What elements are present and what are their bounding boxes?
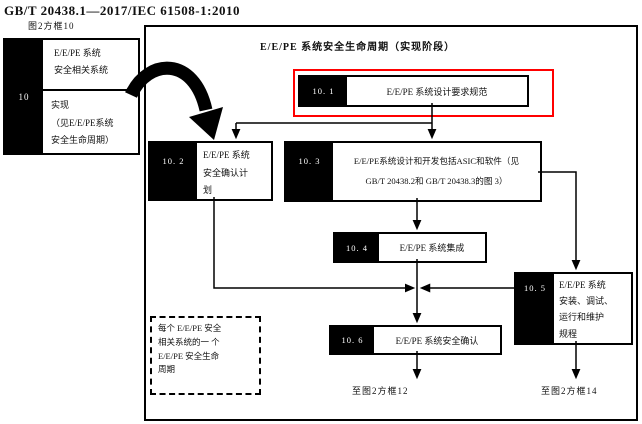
source-box-system-text: E/E/PE 系统 安全相关系统 <box>43 40 138 91</box>
box-label: E/E/PE 系统设计要求规范 <box>386 86 488 97</box>
box-number: 10. 6 <box>331 327 374 353</box>
source-box-content: E/E/PE 系统 安全相关系统 实现 （见E/E/PE系统 安全生命周期） <box>43 40 138 153</box>
flow-box-10-6: 10. 6 E/E/PE 系统安全确认 <box>329 325 502 355</box>
flow-box-10-1: 10. 1 E/E/PE 系统设计要求规范 <box>298 75 529 107</box>
standard-header: GB/T 20438.1—2017/IEC 61508-1:2010 <box>4 3 240 18</box>
diagram-title: E/E/PE 系统安全生命周期（实现阶段） <box>260 42 456 53</box>
flow-box-10-3: 10. 3 E/E/PE系统设计和开发包括ASIC和软件（见 GB/T 2043… <box>284 141 542 202</box>
box-label: E/E/PE 系统安全确认 <box>395 335 479 346</box>
box-number: 10. 2 <box>150 143 197 199</box>
flow-box-10-4: 10. 4 E/E/PE 系统集成 <box>333 232 487 263</box>
box-label: E/E/PE 系统 安全确认计 划 <box>203 150 250 196</box>
box-number: 10. 3 <box>286 143 333 200</box>
source-box-realization-text: 实现 （见E/E/PE系统 安全生命周期） <box>51 100 115 146</box>
figure2-box10-reference-label: 图2方框10 <box>28 21 75 31</box>
box-label: E/E/PE 系统集成 <box>399 243 465 253</box>
box-number: 10. 4 <box>335 234 379 261</box>
exit-label-box12: 至图2方框12 <box>352 386 409 396</box>
source-box-number: 10 <box>5 40 43 153</box>
source-box-10: 10 E/E/PE 系统 安全相关系统 实现 （见E/E/PE系统 安全生命周期… <box>3 38 140 155</box>
highlight-rectangle <box>293 69 554 117</box>
box-number: 10. 5 <box>516 274 554 343</box>
flow-box-10-2: 10. 2 E/E/PE 系统 安全确认计 划 <box>148 141 273 201</box>
lifecycle-note: 每个 E/E/PE 安全 相关系统的一 个 E/E/PE 安全生命 周期 <box>150 316 261 395</box>
flow-box-10-5: 10. 5 E/E/PE 系统 安装、调试、 运行和维护 规程 <box>514 272 633 345</box>
box-label: E/E/PE系统设计和开发包括ASIC和软件（见 GB/T 20438.2和 G… <box>353 155 520 186</box>
exit-label-box14: 至图2方框14 <box>541 386 598 396</box>
box-label: E/E/PE 系统 安装、调试、 运行和维护 规程 <box>559 280 614 339</box>
box-number: 10. 1 <box>300 77 347 105</box>
